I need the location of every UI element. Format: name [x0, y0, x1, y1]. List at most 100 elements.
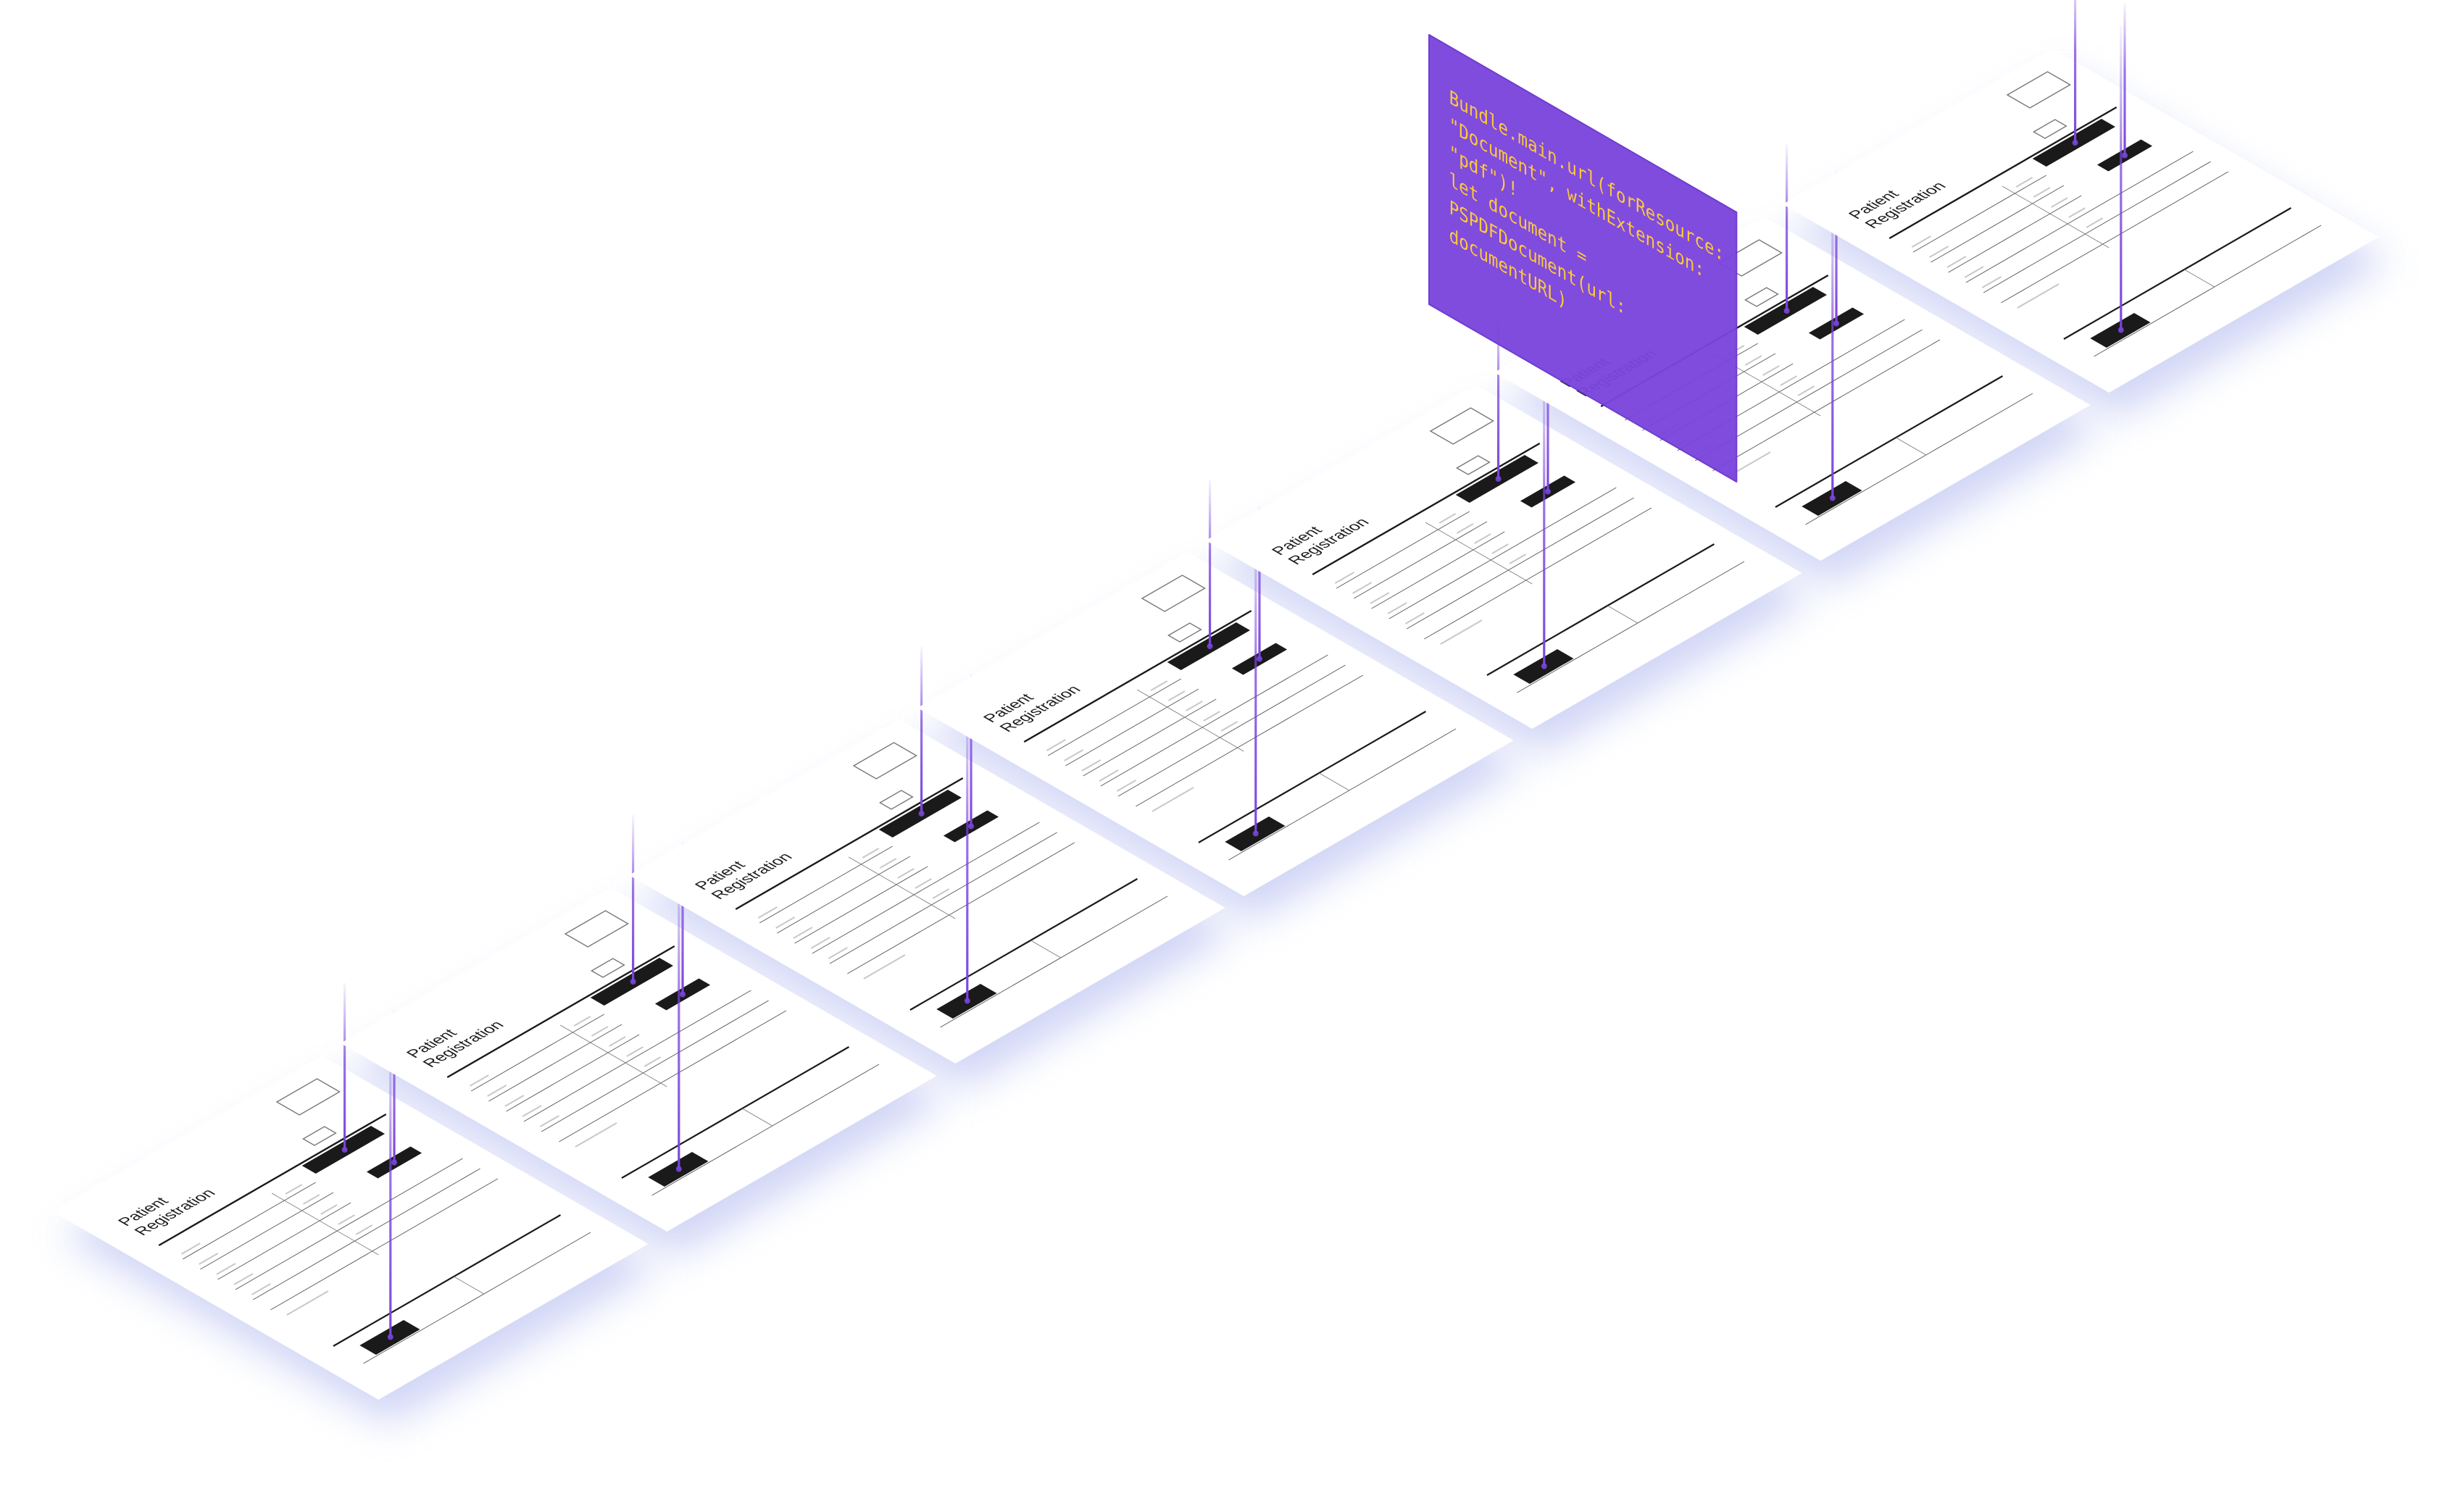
signature-column-line — [2184, 269, 2215, 288]
field-label-mark — [2015, 177, 2033, 188]
field-label-mark — [320, 1204, 338, 1215]
field-beam-anchor — [2122, 152, 2128, 159]
field-label-mark — [216, 1263, 236, 1275]
field-beam — [681, 842, 684, 995]
field-beam — [2123, 3, 2126, 156]
field-label-mark — [810, 937, 830, 949]
signature-column-line — [1896, 437, 1927, 456]
field-label-mark — [1203, 711, 1220, 722]
field-label-mark — [828, 947, 848, 959]
field-label-mark — [233, 1273, 254, 1285]
stamp-box — [2006, 71, 2071, 109]
signature-column-line — [742, 1108, 773, 1127]
signature-divider — [1198, 711, 1427, 843]
form-column-line — [1425, 522, 1533, 585]
form-row-line — [270, 1178, 499, 1311]
signature-beam-anchor — [1829, 495, 1836, 501]
field-label-mark — [1911, 235, 1931, 248]
field-label-mark — [286, 1290, 329, 1316]
field-label-mark — [1064, 749, 1084, 761]
field-label-mark — [487, 1085, 507, 1097]
signature-beam-anchor — [1541, 663, 1547, 669]
field-label-mark — [1440, 619, 1483, 645]
field-beam-anchor — [2072, 140, 2078, 146]
field-label-mark — [775, 916, 796, 929]
field-label-mark — [251, 1283, 271, 1295]
field-beam-anchor — [968, 823, 974, 830]
field-beam — [1786, 144, 1788, 311]
field-label-mark — [1167, 690, 1186, 701]
signature-line — [940, 895, 1168, 1028]
form-row-line — [523, 990, 751, 1122]
signature-column-line — [1607, 605, 1638, 624]
signature-line — [363, 1232, 591, 1364]
field-label-mark — [932, 888, 950, 899]
page-sheet — [1783, 49, 2379, 393]
field-label-mark — [1404, 612, 1425, 625]
field-label-mark — [1438, 513, 1457, 524]
form-row-line — [1983, 161, 2211, 293]
id-box — [1167, 622, 1202, 643]
field-label-mark — [862, 848, 880, 859]
signature-beam-anchor — [387, 1334, 393, 1340]
field-beam — [393, 1010, 396, 1163]
field-label-mark — [1046, 739, 1066, 751]
signature-column-line — [454, 1276, 485, 1295]
field-beam-anchor — [1783, 308, 1790, 314]
field-beam-anchor — [630, 979, 636, 985]
field-beam — [1258, 506, 1261, 659]
field-label-mark — [1509, 554, 1527, 564]
form-row-line — [1047, 678, 1181, 756]
form-row-line — [1117, 664, 1346, 797]
field-beam — [920, 647, 923, 814]
form-row-line — [506, 1034, 640, 1112]
field-label-mark — [757, 906, 778, 919]
page-sheet — [52, 1056, 649, 1400]
field-label-mark — [2086, 217, 2104, 228]
id-box — [879, 790, 914, 810]
signature-line — [1517, 561, 1745, 693]
field-label-mark — [1387, 602, 1407, 614]
signature-beam — [1254, 529, 1257, 834]
field-label-mark — [469, 1074, 489, 1087]
form-row-line — [1371, 531, 1505, 609]
field-beam-anchor — [391, 1159, 397, 1166]
field-beam-anchor — [1207, 643, 1213, 649]
field-beam-anchor — [1495, 476, 1502, 482]
document-pages: PatientRegistrationPatientRegistrationPa… — [52, 0, 2379, 1400]
form-column-line — [271, 1193, 379, 1256]
field-label-mark — [1946, 256, 1967, 268]
code-card-panel — [1428, 34, 1738, 483]
signature-beam-anchor — [675, 1166, 682, 1172]
header-divider — [1023, 609, 1252, 743]
signature-beam — [966, 696, 969, 1001]
form-row-line — [559, 1010, 787, 1143]
page-sheet — [629, 719, 1225, 1064]
field-label-mark — [285, 1184, 303, 1195]
field-label-mark — [302, 1194, 320, 1205]
form-row-line — [182, 1182, 316, 1260]
field-beam — [1497, 312, 1500, 479]
header-divider — [735, 777, 964, 911]
form-column-line — [1136, 689, 1244, 752]
form-row-line — [235, 1158, 463, 1290]
form-row-line — [759, 845, 893, 924]
field-beam-anchor — [1545, 488, 1551, 495]
signature-beam — [389, 1032, 392, 1337]
form-row-line — [1065, 688, 1199, 767]
header-divider — [446, 945, 675, 1079]
field-label-mark — [863, 954, 906, 980]
form-row-line — [1424, 507, 1652, 640]
field-beam — [632, 815, 635, 982]
field-label-mark — [1370, 592, 1390, 604]
field-label-mark — [644, 1056, 662, 1067]
page-sheet — [1206, 385, 1802, 729]
id-box — [1456, 455, 1491, 475]
field-label-mark — [539, 1115, 559, 1127]
field-label-mark — [897, 868, 915, 879]
field-label-mark — [1186, 701, 1203, 711]
field-beam — [2074, 0, 2077, 143]
